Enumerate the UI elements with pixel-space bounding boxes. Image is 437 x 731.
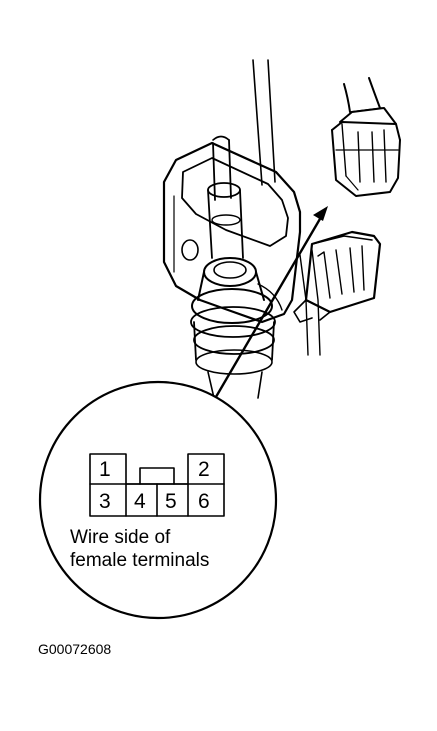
terminal-pin-layout [89, 453, 225, 517]
sensor-probe [207, 135, 244, 259]
callout-text-line-1: Wire side of [70, 527, 171, 548]
pin-3-label: 3 [99, 490, 111, 513]
callout-arrowhead [313, 206, 328, 221]
callout-leader-line [211, 211, 326, 403]
harness-wire [343, 83, 351, 113]
sensor-assembly [162, 59, 321, 399]
sensor-connector [293, 230, 382, 323]
connector-outline [89, 453, 225, 517]
pin-5-label: 5 [165, 490, 177, 513]
locking-tab [139, 467, 175, 485]
pin-2-label: 2 [198, 458, 210, 481]
pin-4-label: 4 [134, 490, 146, 513]
callout-circle [38, 380, 278, 620]
mounting-bracket [162, 141, 302, 324]
leader-arrows [211, 206, 328, 403]
sensor-body [190, 257, 283, 399]
pin-6-label: 6 [198, 490, 210, 513]
figure-id: G00072608 [38, 641, 111, 657]
pin-1-label: 1 [99, 458, 111, 481]
callout-text-line-2: female terminals [70, 550, 209, 571]
pin-numbers: 1 2 3 4 5 6 [99, 458, 210, 513]
harness-plug [331, 77, 401, 197]
